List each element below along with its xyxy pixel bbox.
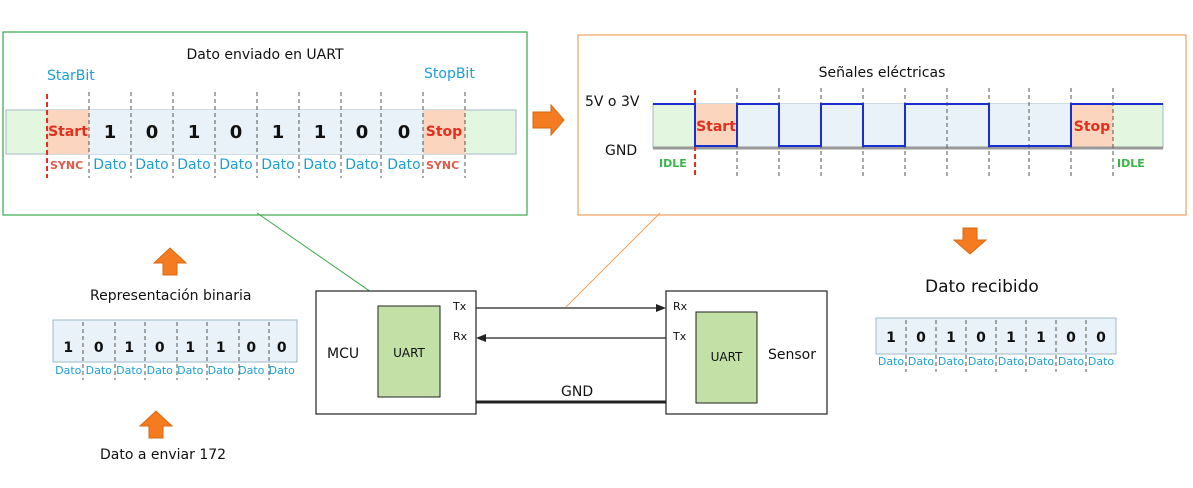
right-callout-line bbox=[565, 212, 661, 308]
frame-bit: 0 bbox=[229, 122, 243, 143]
received-bit-label: Dato bbox=[1087, 355, 1115, 368]
arrow-right-icon bbox=[532, 103, 565, 137]
start-cell-bg bbox=[47, 110, 89, 154]
binary-bit: 0 bbox=[154, 340, 165, 356]
signal-start-bg bbox=[695, 104, 737, 148]
received-title: Dato recibido bbox=[925, 277, 1039, 297]
stop-cell: Stop bbox=[425, 124, 463, 140]
mcu-label: MCU bbox=[327, 346, 360, 362]
binary-bit-label: Dato bbox=[116, 364, 143, 377]
sensor-uart-box bbox=[695, 311, 758, 404]
frame-bit-label: Dato bbox=[303, 157, 337, 173]
received-bit: 1 bbox=[886, 330, 896, 346]
binary-bit-label: Dato bbox=[177, 364, 204, 377]
arrow-up-icon-top bbox=[152, 247, 188, 276]
binary-rep-title: Representación binaria bbox=[90, 288, 252, 304]
idle-label-right: IDLE bbox=[1117, 157, 1145, 170]
frame-bit-label: Dato bbox=[177, 157, 211, 173]
mcu-rx-label: Rx bbox=[453, 330, 468, 343]
low-level-label: GND bbox=[605, 143, 638, 159]
frame-bit-label: Dato bbox=[135, 157, 169, 173]
binary-bit: 0 bbox=[276, 340, 287, 356]
received-bit: 1 bbox=[1036, 330, 1046, 346]
binary-bit: 0 bbox=[246, 340, 257, 356]
received-bit: 1 bbox=[946, 330, 956, 346]
start-cell: Start bbox=[48, 124, 88, 140]
sync-label-stop: SYNC bbox=[426, 159, 460, 172]
binary-strip bbox=[52, 319, 298, 363]
start-bit-label: StarBit bbox=[47, 68, 95, 84]
dato-a-enviar: Dato a enviar 172 bbox=[100, 447, 227, 463]
frame-bit: 1 bbox=[313, 122, 327, 143]
received-bit-label: Dato bbox=[1027, 355, 1055, 368]
signal-stop-bg bbox=[1071, 104, 1113, 148]
received-bit-label: Dato bbox=[1057, 355, 1085, 368]
right-panel-title: Señales eléctricas bbox=[818, 65, 946, 81]
frame-bit: 0 bbox=[145, 122, 159, 143]
idle-label-left: IDLE bbox=[659, 157, 687, 170]
frame-bit-label: Dato bbox=[219, 157, 253, 173]
gnd-wire-label: GND bbox=[561, 384, 594, 400]
rx-arrowhead bbox=[476, 334, 486, 342]
binary-bit-label: Dato bbox=[238, 364, 265, 377]
received-bit: 0 bbox=[1066, 330, 1076, 346]
binary-bit: 0 bbox=[93, 340, 104, 356]
frame-bit: 0 bbox=[397, 122, 411, 143]
received-bit-label: Dato bbox=[937, 355, 965, 368]
binary-bit-label: Dato bbox=[146, 364, 173, 377]
data-region bbox=[89, 110, 423, 154]
received-bit-label: Dato bbox=[877, 355, 905, 368]
received-bit: 0 bbox=[976, 330, 986, 346]
arrow-down-icon bbox=[952, 227, 988, 255]
signal-stop-cell: Stop bbox=[1073, 119, 1111, 135]
stop-bit-label: StopBit bbox=[424, 66, 475, 82]
received-bit: 1 bbox=[1006, 330, 1016, 346]
received-bit-label: Dato bbox=[997, 355, 1025, 368]
received-bit: 0 bbox=[1096, 330, 1106, 346]
binary-bit: 1 bbox=[215, 340, 226, 356]
stop-cell-bg bbox=[423, 110, 465, 154]
mcu-uart-label: UART bbox=[393, 346, 425, 360]
left-panel-title: Dato enviado en UART bbox=[186, 47, 344, 63]
frame-bit: 1 bbox=[271, 122, 285, 143]
sensor-rx-label: Rx bbox=[673, 300, 688, 313]
binary-bit: 1 bbox=[124, 340, 135, 356]
sensor-tx-label: Tx bbox=[673, 330, 687, 343]
received-bit-label: Dato bbox=[967, 355, 995, 368]
frame-bit-label: Dato bbox=[345, 157, 379, 173]
binary-bit-label: Dato bbox=[207, 364, 234, 377]
binary-bit-label: Dato bbox=[85, 364, 112, 377]
received-bit: 0 bbox=[916, 330, 926, 346]
signal-waveform bbox=[653, 103, 1163, 147]
frame-bit: 1 bbox=[103, 122, 117, 143]
sensor-label: Sensor bbox=[768, 347, 816, 363]
binary-bit: 1 bbox=[185, 340, 196, 356]
arrow-up-icon-bottom bbox=[138, 410, 174, 439]
binary-bit-label: Dato bbox=[268, 364, 295, 377]
frame-bit-label: Dato bbox=[261, 157, 295, 173]
received-bit-label: Dato bbox=[907, 355, 935, 368]
high-level-label: 5V o 3V bbox=[585, 94, 640, 110]
frame-bit: 1 bbox=[187, 122, 201, 143]
frame-bit: 0 bbox=[355, 122, 369, 143]
mcu-uart-box bbox=[377, 305, 441, 398]
binary-bit: 1 bbox=[63, 340, 74, 356]
sync-label-start: SYNC bbox=[50, 159, 84, 172]
tx-arrowhead bbox=[656, 304, 666, 312]
mcu-tx-label: Tx bbox=[453, 300, 467, 313]
binary-bit-label: Dato bbox=[55, 364, 82, 377]
frame-bit-label: Dato bbox=[93, 157, 127, 173]
frame-bit-label: Dato bbox=[387, 157, 421, 173]
signal-start-cell: Start bbox=[696, 119, 736, 135]
sensor-uart-label: UART bbox=[710, 350, 743, 364]
